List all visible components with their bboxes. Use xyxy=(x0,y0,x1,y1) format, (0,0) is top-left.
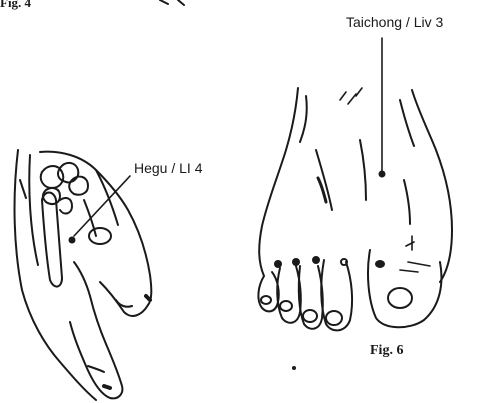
hand-outline-left-inner xyxy=(29,155,38,265)
taichong-label: Taichong / Liv 3 xyxy=(346,15,443,29)
metacarpal-head xyxy=(89,228,111,244)
toenail-3 xyxy=(303,310,317,322)
taichong-point xyxy=(380,172,385,177)
toenail-1 xyxy=(388,288,412,308)
hegu-label: Hegu / LI 4 xyxy=(134,161,203,175)
toenail-4 xyxy=(280,301,292,311)
hegu-point xyxy=(70,238,75,243)
foot-illustration xyxy=(258,88,452,369)
toe-3 xyxy=(299,266,323,329)
taichong-marker xyxy=(380,38,385,177)
toe-4 xyxy=(277,266,301,323)
figure-6-label: Fig. 6 xyxy=(370,344,403,358)
foot-ankle-left xyxy=(259,88,298,276)
hand-illustration xyxy=(15,150,152,400)
figure-4-label: Fig. 4 xyxy=(0,0,31,9)
metacarpal-1 xyxy=(42,193,62,287)
toenail-5 xyxy=(261,296,271,304)
hegu-leader-line xyxy=(74,176,130,236)
thumb-web xyxy=(74,262,106,344)
toenail-2 xyxy=(326,311,342,325)
thumb xyxy=(70,322,122,398)
hegu-marker xyxy=(70,176,131,243)
toe-5 xyxy=(258,272,278,311)
top-fragment-mark xyxy=(160,0,184,5)
index-finger xyxy=(100,282,148,316)
